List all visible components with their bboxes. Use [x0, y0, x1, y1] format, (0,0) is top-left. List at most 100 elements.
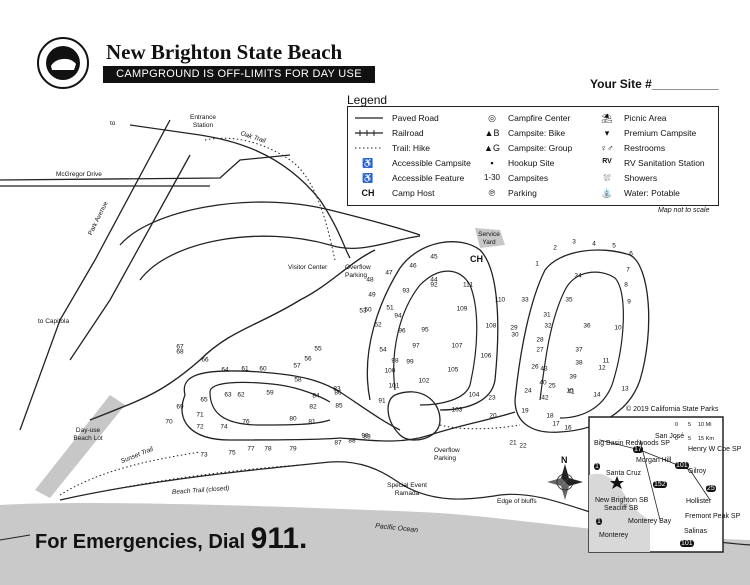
legend-trail: Trail: Hike [392, 143, 430, 153]
campsite-4: 4 [592, 240, 596, 248]
compass-rose [547, 464, 583, 500]
scale-bar-label: 0 [675, 422, 679, 428]
legend-restrooms: Restrooms [624, 143, 666, 153]
inset-place-label: Morgan Hill [636, 457, 672, 464]
campsite-29: 29 [510, 324, 518, 332]
campsite-102: 102 [418, 377, 430, 385]
campsite-77: 77 [247, 445, 255, 453]
campsite-61: 61 [241, 365, 249, 373]
campsite-108: 108 [485, 322, 497, 330]
campsite-65: 65 [200, 396, 208, 404]
page-title: New Brighton State Beach [106, 40, 343, 64]
campsite-13: 13 [621, 385, 629, 393]
campsite-36: 36 [583, 322, 591, 330]
campsite-67: 67 [176, 343, 184, 351]
campsite-6: 6 [629, 250, 633, 258]
special-event-ramada-label: Special Event Ramada [387, 482, 427, 497]
campsite-28: 28 [536, 336, 544, 344]
north-label: N [561, 455, 568, 465]
legend-water: Water: Potable [624, 188, 680, 198]
campsite-46: 46 [409, 262, 417, 270]
campsite-10: 10 [614, 324, 622, 332]
campsite-42: 42 [541, 394, 549, 402]
scale-bar-label: 10 Mi [698, 422, 712, 428]
campsite-30: 30 [511, 331, 519, 339]
campsite-1: 1 [535, 260, 539, 268]
campsite-109: 109 [456, 305, 468, 313]
campsite-41: 41 [567, 388, 575, 396]
inset-place-label: Monterey [599, 532, 629, 539]
campfire-center-icon: ◎ [488, 113, 496, 123]
scale-bar-label: 0 [675, 436, 679, 442]
inset-place-label: Big Basin Redwoods SP [594, 440, 670, 447]
campsite-75: 75 [228, 449, 236, 457]
campsite-58: 58 [294, 376, 302, 384]
campsite-104: 104 [468, 391, 480, 399]
campsite-92: 92 [430, 281, 438, 289]
campsite-66: 66 [201, 356, 209, 364]
legend-bike-campsite: Campsite: Bike [508, 128, 566, 138]
campsite-52: 52 [374, 321, 382, 329]
campsite-45: 45 [430, 253, 438, 261]
inset-place-label: Henry W Coe SP [688, 446, 742, 453]
campsite-70: 70 [165, 418, 173, 426]
scale-bar-label: 5 [688, 436, 692, 442]
route-shield-icon: 101 [680, 540, 694, 547]
route-shield-icon: 1 [596, 518, 602, 525]
inset-place-label: Monterey Bay [628, 518, 672, 525]
campsite-21: 21 [509, 439, 517, 447]
campsite-87: 87 [334, 439, 342, 447]
accessible-feature-icon: ♿ [362, 173, 374, 183]
route-shield-icon: 25 [706, 485, 716, 492]
campsite-7: 7 [626, 266, 630, 274]
water-icon: ⛲ [601, 188, 613, 198]
legend-accessible-campsite: Accessible Campsite [392, 158, 471, 168]
camp-host-marker: CH [470, 254, 483, 264]
campsite-73: 73 [200, 451, 208, 459]
campsite-59: 59 [266, 389, 274, 397]
campsite-40: 40 [539, 379, 547, 387]
group-campsite-icon: ▲G [484, 143, 500, 153]
campsite-22: 22 [519, 442, 527, 450]
inset-place-label: Gilroy [688, 468, 707, 475]
campsite-101: 101 [388, 382, 400, 390]
showers-icon: ⛆ [603, 173, 611, 183]
campsite-103: 103 [451, 406, 463, 414]
campsite-25: 25 [548, 382, 556, 390]
inset-place-label: New Brighton SB [595, 497, 649, 504]
campsite-97: 97 [412, 342, 420, 350]
emergency-number: 911. [250, 522, 308, 555]
campsite-106: 106 [480, 352, 492, 360]
legend-paved-road: Paved Road [392, 113, 439, 123]
campsite-89: 89 [363, 433, 371, 441]
to-capitola-label: to Capitola [38, 318, 70, 325]
legend-campsites: Campsites [508, 173, 549, 183]
campsite-86: 86 [334, 389, 342, 397]
route-shield-icon: 17 [633, 446, 643, 453]
campsite-26: 26 [531, 363, 539, 371]
your-site-field: Your Site #__________ [590, 77, 719, 91]
route-shield-icon: 101 [675, 462, 689, 469]
accessible-campsite-icon: ♿ [362, 158, 374, 168]
legend-camp-host: Camp Host [392, 188, 435, 198]
campsite-33: 33 [521, 296, 529, 304]
campsite-47: 47 [385, 269, 393, 277]
campsite-37: 37 [575, 346, 583, 354]
copyright-label: © 2019 California State Parks [626, 406, 719, 413]
legend-premium: Premium Campsite [624, 128, 697, 138]
inset-place-label: Santa Cruz [606, 470, 642, 477]
campsite-27: 27 [536, 346, 544, 354]
campsite-9: 9 [627, 298, 631, 306]
premium-campsite-icon: ▾ [604, 128, 610, 138]
campsite-93: 93 [402, 287, 410, 295]
day-use-banner: CAMPGROUND IS OFF-LIMITS FOR DAY USE [103, 66, 375, 83]
campsite-14: 14 [593, 391, 601, 399]
campsite-88: 88 [348, 437, 356, 445]
campsite-35: 35 [565, 296, 573, 304]
legend-picnic: Picnic Area [624, 113, 667, 123]
campsite-79: 79 [289, 445, 297, 453]
campsite-99: 99 [406, 358, 414, 366]
day-use-lot-shape [35, 395, 125, 498]
legend-rv: RV Sanitation Station [624, 158, 705, 168]
campsite-64: 64 [221, 366, 229, 374]
